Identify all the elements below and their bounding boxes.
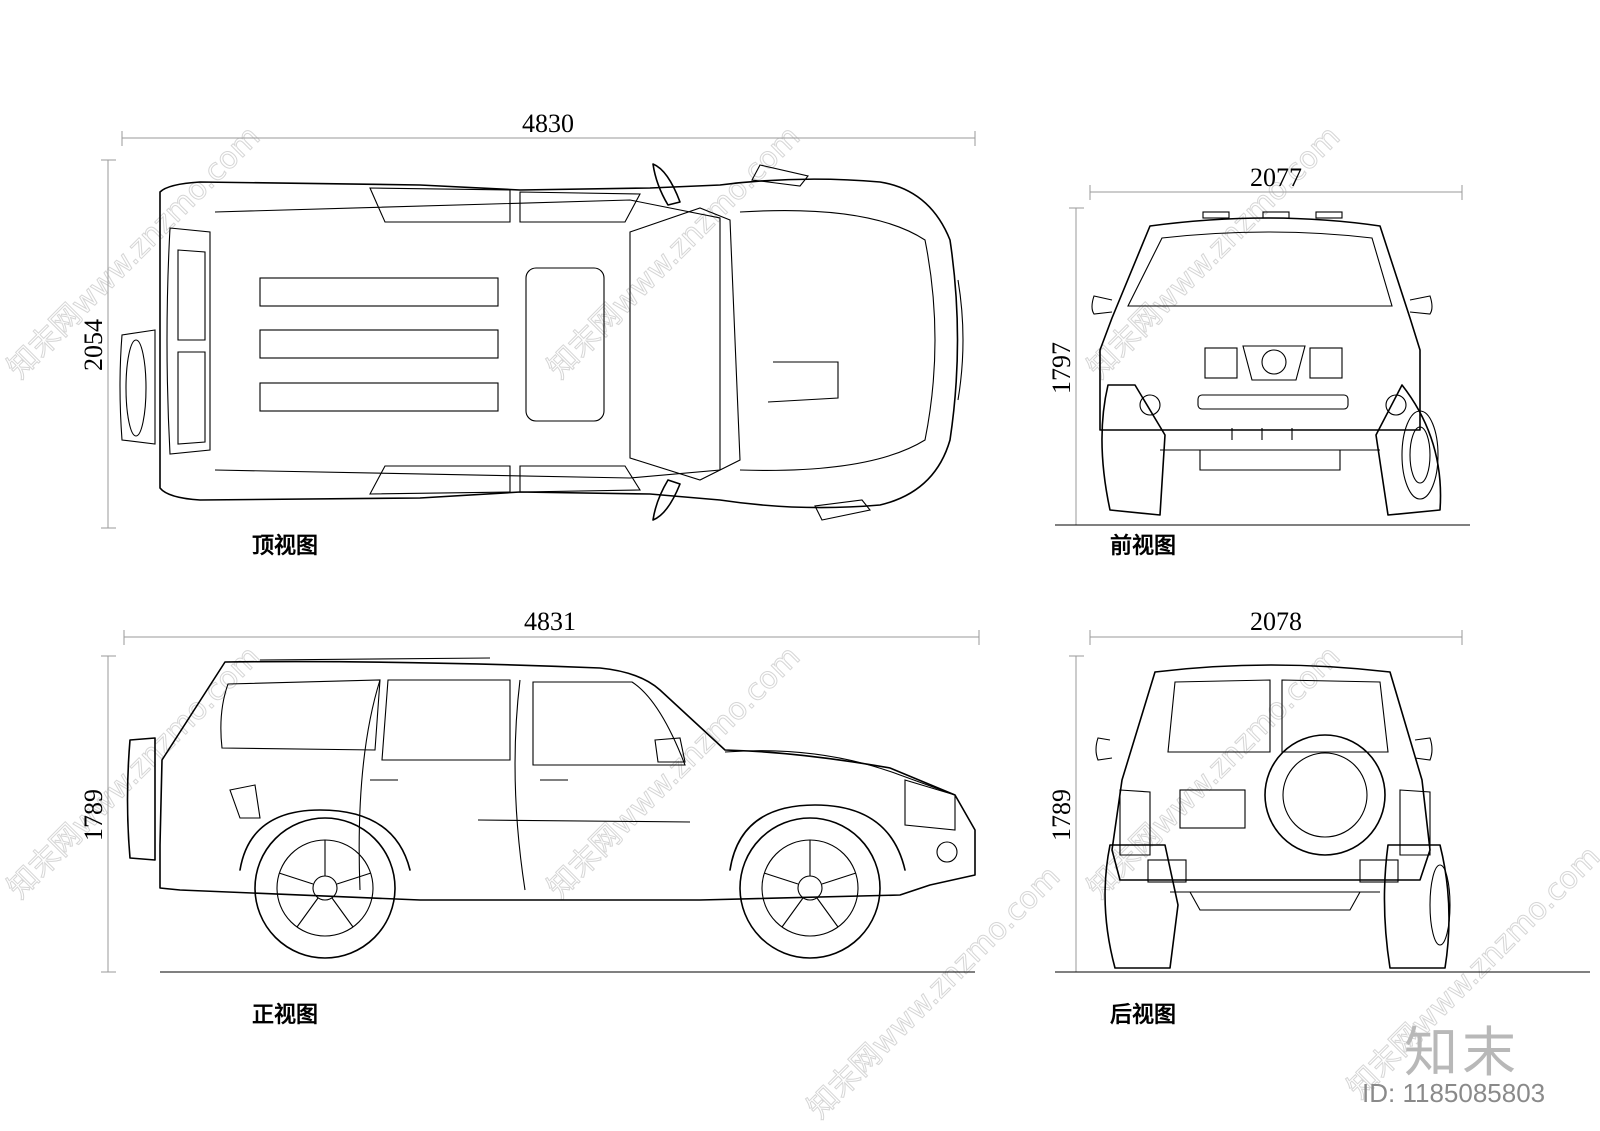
spare-tire bbox=[1264, 734, 1386, 856]
dimension-label: 4831 bbox=[524, 607, 576, 636]
dimension-label: 2054 bbox=[79, 319, 108, 371]
dimension-length-top: 4830 bbox=[121, 109, 976, 146]
rear-view: 2078 1789 bbox=[1047, 607, 1590, 1028]
dimension-label: 1789 bbox=[79, 789, 108, 841]
brand-logo: 知末 bbox=[1404, 1021, 1520, 1084]
watermark: 知末网www.znzmo.com bbox=[1, 639, 267, 905]
dimension-length-side: 4831 bbox=[123, 607, 980, 645]
car-top-outline bbox=[119, 163, 964, 521]
car-rear-outline bbox=[1095, 664, 1451, 969]
dimension-height-front: 1797 bbox=[1047, 207, 1084, 526]
view-caption: 正视图 bbox=[252, 1002, 318, 1028]
dimension-width-rear: 2078 bbox=[1089, 607, 1463, 645]
watermark: 知末网www.znzmo.com bbox=[541, 119, 807, 385]
dimension-width-front: 2077 bbox=[1089, 163, 1463, 200]
dimension-label: 1789 bbox=[1047, 789, 1076, 841]
watermark: 知末网www.znzmo.com bbox=[1, 119, 267, 385]
watermark-layer: 知末网www.znzmo.com 知末网www.znzmo.com 知末网www… bbox=[0, 119, 1600, 1126]
watermark: 知末网www.znzmo.com bbox=[801, 859, 1067, 1125]
car-front-outline bbox=[1091, 211, 1442, 516]
view-caption: 顶视图 bbox=[252, 533, 318, 559]
watermark: 知末网www.znzmo.com bbox=[1081, 639, 1347, 905]
rear-wheel bbox=[254, 817, 396, 959]
side-view: 4831 1789 bbox=[79, 607, 980, 1028]
dimension-width-top: 2054 bbox=[79, 159, 116, 529]
view-caption: 前视图 bbox=[1110, 533, 1176, 559]
top-view: 4830 2054 bbox=[79, 109, 976, 559]
view-caption: 后视图 bbox=[1110, 1002, 1176, 1028]
car-side-outline bbox=[126, 657, 976, 959]
dimension-label: 2077 bbox=[1250, 163, 1302, 192]
dimension-label: 4830 bbox=[522, 109, 574, 138]
dimension-label: 1797 bbox=[1047, 342, 1076, 394]
front-view: 2077 1797 bbox=[1047, 163, 1470, 559]
dimension-height-side: 1789 bbox=[79, 655, 116, 973]
dimension-height-rear: 1789 bbox=[1047, 655, 1084, 973]
image-id: ID: 1185085803 bbox=[1362, 1078, 1546, 1108]
watermark: 知末网www.znzmo.com bbox=[1081, 119, 1347, 385]
dimension-label: 2078 bbox=[1250, 607, 1302, 636]
front-wheel bbox=[739, 817, 881, 959]
